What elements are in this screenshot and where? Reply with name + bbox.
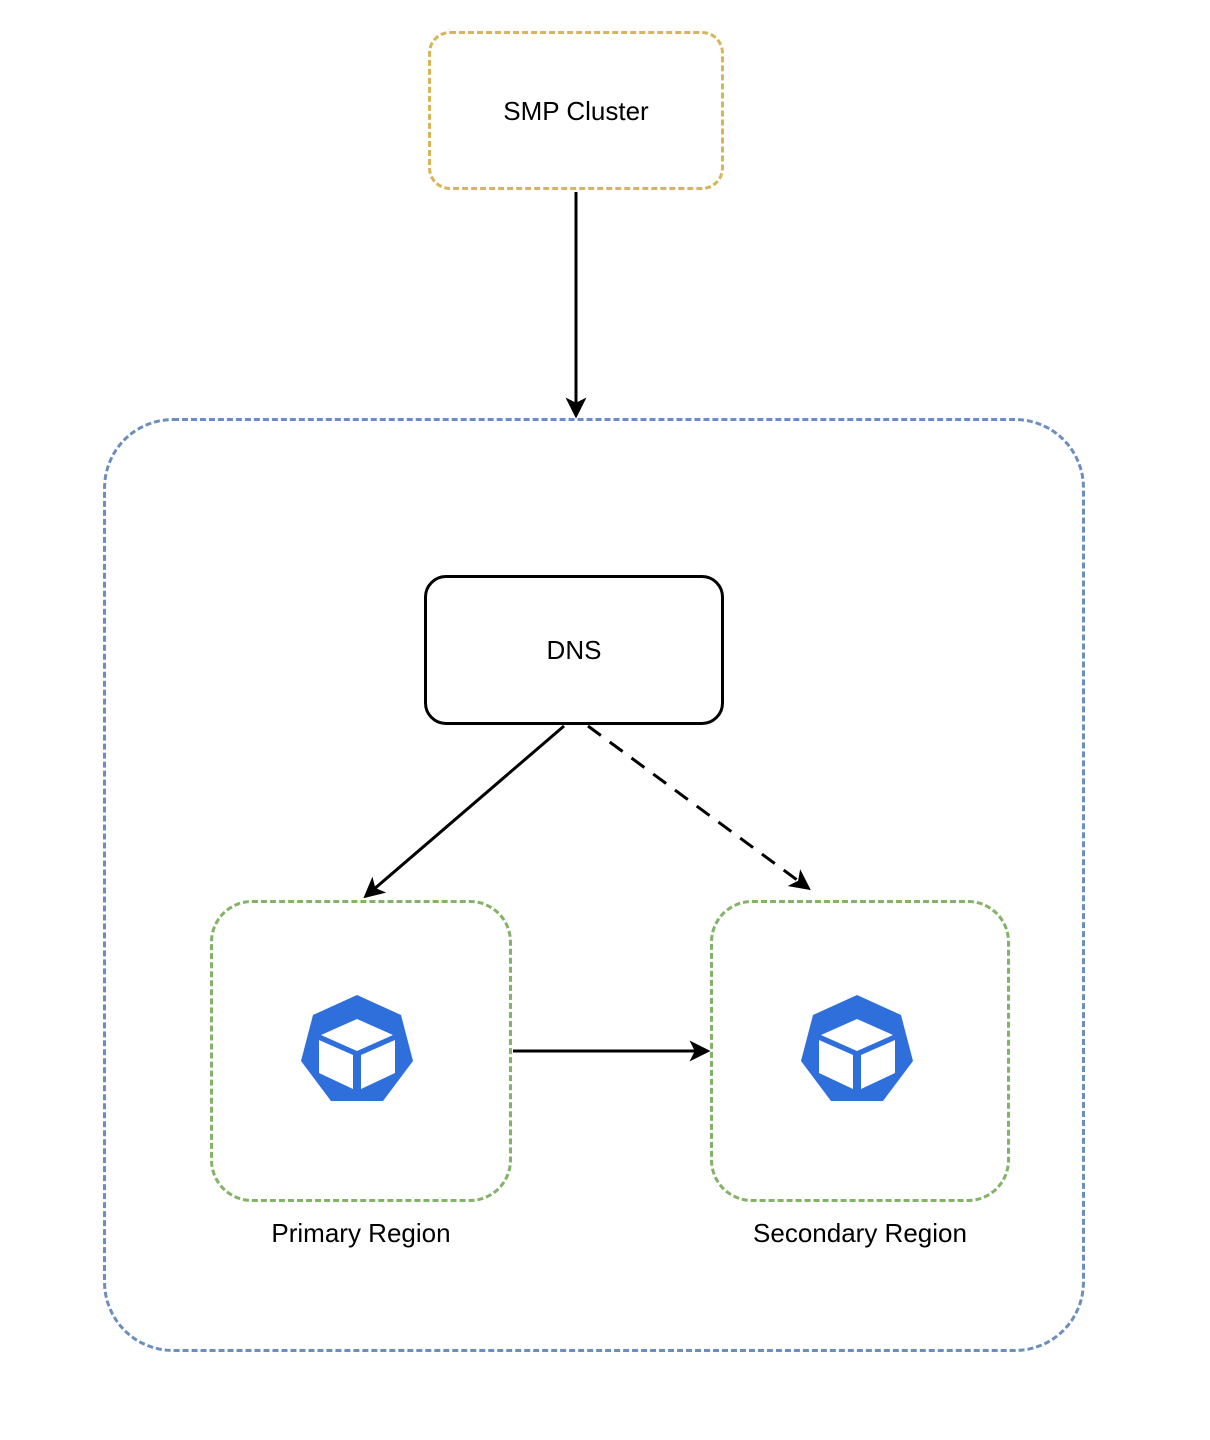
node-secondary-region[interactable] (710, 900, 1010, 1202)
node-dns-label: DNS (546, 635, 602, 665)
node-smp-cluster-label: SMP Cluster (503, 96, 649, 126)
kubernetes-cluster-icon (301, 995, 413, 1101)
kubernetes-cluster-icon (801, 995, 913, 1101)
node-secondary-region-label: Secondary Region (753, 1218, 967, 1248)
node-primary-region[interactable] (210, 900, 512, 1202)
node-primary-region-label: Primary Region (271, 1218, 451, 1248)
edge-dns-to-primary (363, 724, 565, 899)
node-dns[interactable] (424, 575, 724, 725)
node-environment-container[interactable] (103, 418, 1085, 1352)
node-smp-cluster[interactable] (428, 31, 724, 190)
edge-dns-to-secondary (587, 724, 811, 891)
